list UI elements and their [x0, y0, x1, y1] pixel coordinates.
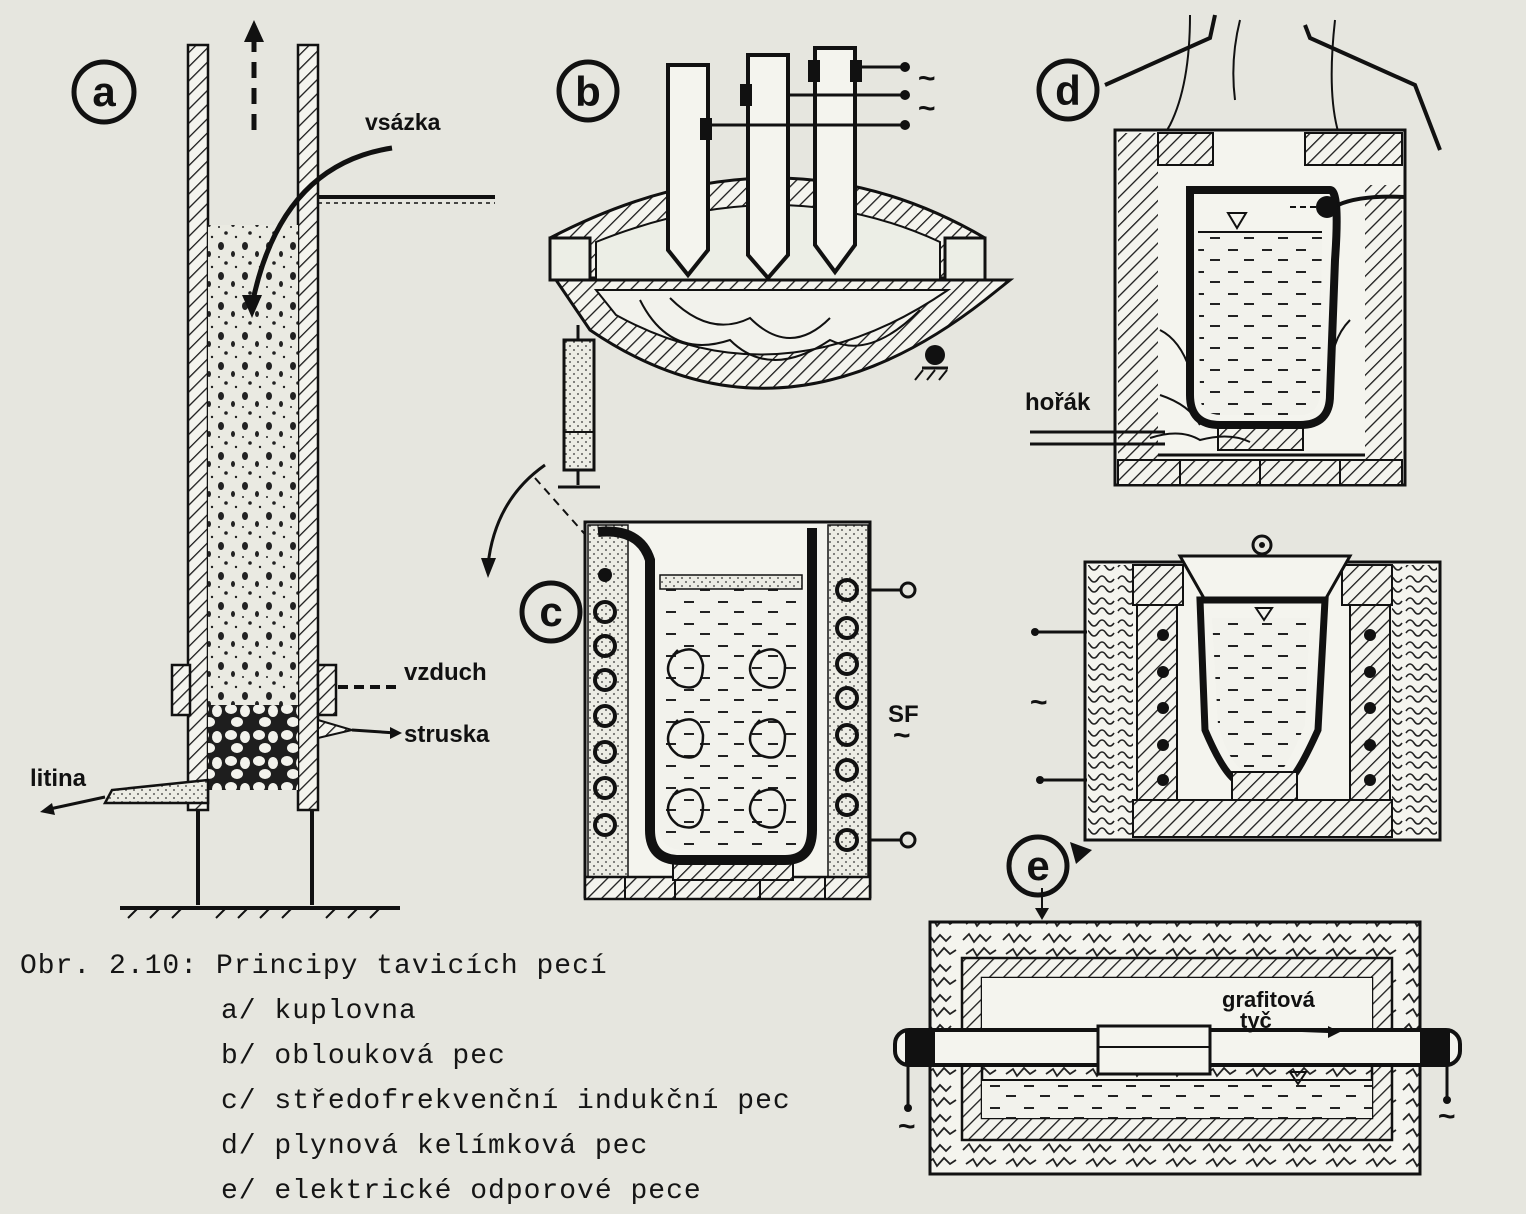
caption-title-row: Obr. 2.10: Principy tavicích pecí — [20, 944, 791, 989]
caption-number: Obr. 2.10: — [20, 951, 199, 982]
caption-item-d: d/ plynová kelímková pec — [221, 1131, 649, 1162]
label-sf: SF — [888, 701, 919, 728]
label-tilde-b1: ~ — [918, 62, 936, 95]
badge-b: b — [556, 59, 620, 123]
resistance-crucible-furnace — [1031, 534, 1442, 864]
label-struska: struska — [404, 721, 490, 748]
label-vsazka: vsázka — [365, 109, 441, 135]
label-litina: litina — [30, 765, 87, 792]
caption-title: Principy tavicích pecí — [216, 951, 608, 982]
figure-caption: Obr. 2.10: Principy tavicích pecí a/ kupl… — [20, 944, 791, 1214]
svg-text:a: a — [92, 68, 116, 115]
induction-furnace — [583, 520, 917, 901]
label-tilde-e3: ~ — [1438, 1100, 1456, 1133]
label-grafitova: grafitová — [1222, 987, 1316, 1012]
badge-d: d — [1036, 58, 1100, 122]
label-tilde-b2: ~ — [918, 92, 936, 125]
svg-text:d: d — [1055, 67, 1081, 114]
label-horak: hořák — [1025, 389, 1091, 416]
arc-furnace — [481, 46, 1015, 578]
label-tilde-c: ~ — [893, 719, 911, 752]
caption-item-a: a/ kuplovna — [221, 996, 417, 1027]
label-tyc: tyč — [1240, 1008, 1272, 1033]
caption-item-b: b/ oblouková pec — [221, 1041, 506, 1072]
badge-e: e — [1006, 834, 1070, 898]
label-tilde-e2: ~ — [898, 1110, 916, 1143]
caption-item-c: c/ středofrekvenční indukční pec — [221, 1086, 791, 1117]
svg-text:c: c — [539, 588, 562, 635]
cupola-furnace — [40, 20, 495, 919]
label-tilde-e1: ~ — [1030, 686, 1048, 719]
badge-a: a — [71, 59, 137, 125]
gas-crucible-furnace — [1030, 14, 1442, 487]
svg-text:b: b — [575, 68, 601, 115]
label-vzduch: vzduch — [404, 659, 487, 686]
badge-c: c — [519, 580, 583, 644]
svg-text:e: e — [1026, 842, 1049, 889]
resistance-rod-furnace — [893, 888, 1462, 1176]
caption-item-e: e/ elektrické odporové pece — [221, 1176, 702, 1207]
